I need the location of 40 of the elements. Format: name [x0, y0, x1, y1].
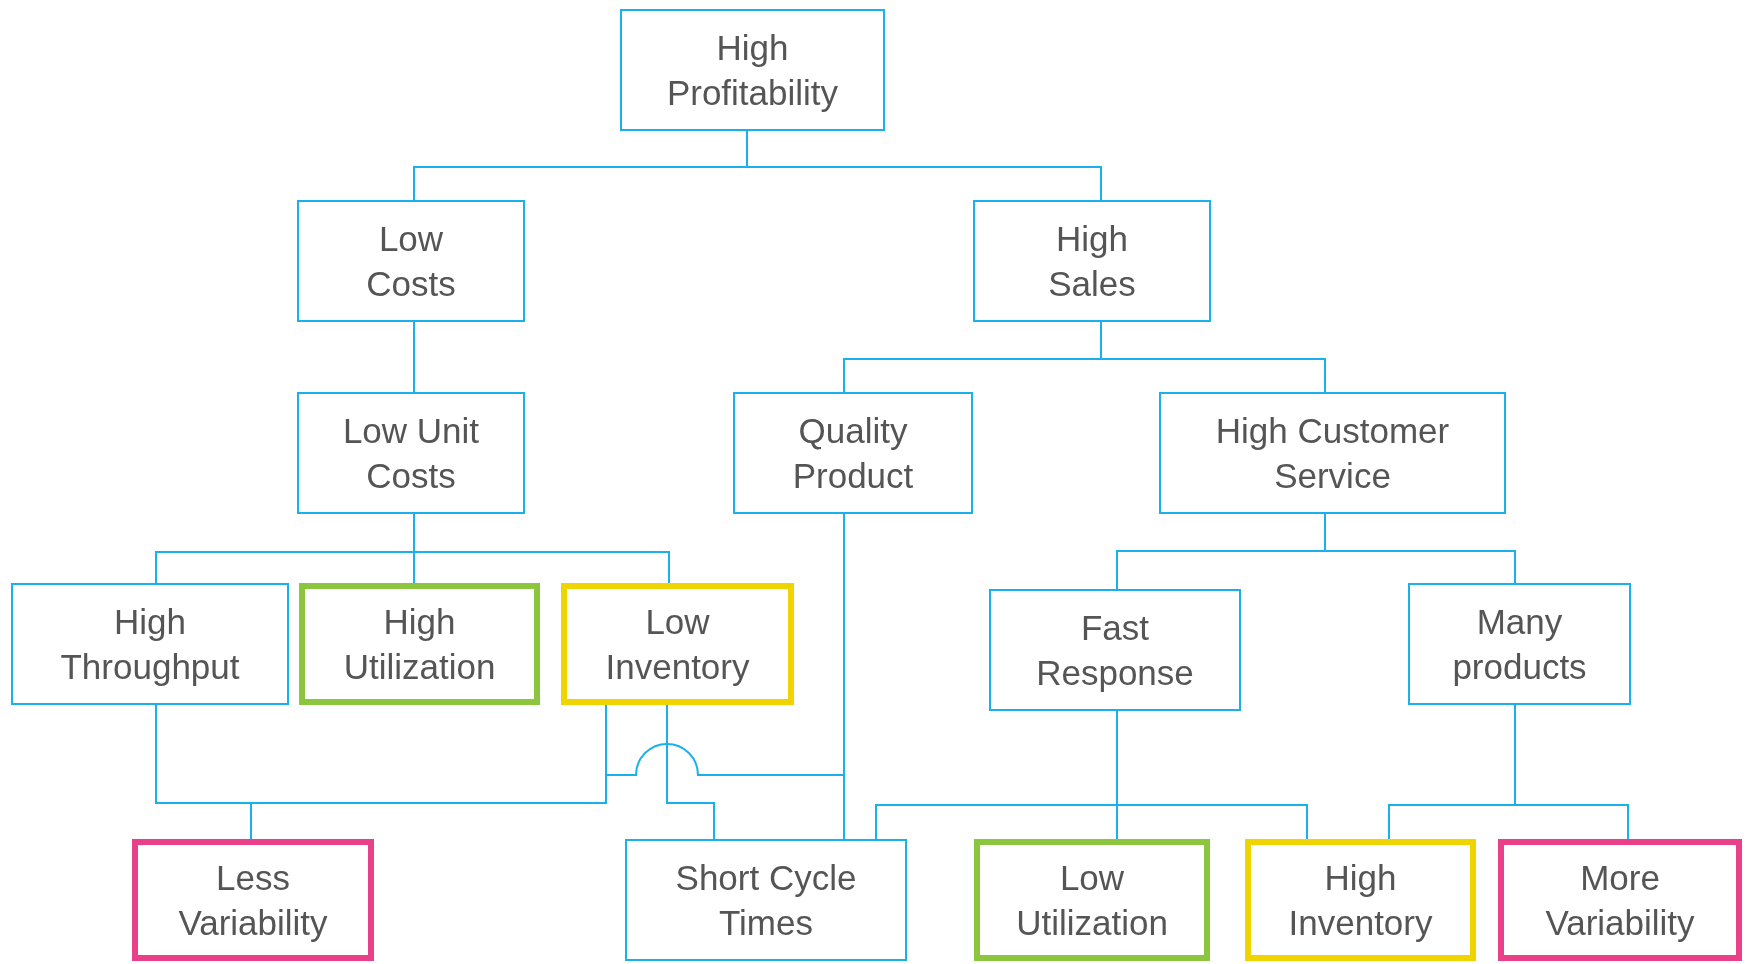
- box-label: Less Variability: [177, 856, 329, 944]
- highlighted-box: [1498, 839, 1742, 961]
- process-box: [1159, 392, 1506, 514]
- connector-line: [1514, 704, 1629, 840]
- highlighted-box: [974, 839, 1210, 961]
- box-label: Many products: [1451, 600, 1588, 688]
- connector-line: [1100, 321, 1326, 393]
- highlighted-box: [561, 583, 794, 705]
- process-box: [625, 839, 907, 961]
- box-label: High Sales: [1047, 217, 1137, 305]
- box-label: High Inventory: [1287, 856, 1434, 944]
- process-box: [620, 9, 885, 131]
- connector-line: [413, 513, 670, 584]
- box-label: High Throughput: [59, 600, 241, 688]
- box-label: Fast Response: [1035, 606, 1195, 694]
- process-box: [1408, 583, 1631, 705]
- connector-line: [843, 513, 845, 840]
- connector-line: [666, 704, 715, 840]
- process-box: [297, 392, 525, 514]
- box-label: Low Utilization: [1015, 856, 1169, 944]
- box-label: High Utilization: [342, 600, 497, 688]
- box-label: High Profitability: [665, 26, 840, 114]
- process-box: [973, 200, 1211, 322]
- highlighted-box: [299, 583, 540, 705]
- box-label: Short Cycle Times: [674, 856, 858, 944]
- process-box: [11, 583, 289, 705]
- box-label: More Variability: [1544, 856, 1696, 944]
- process-box: [733, 392, 973, 514]
- connector-line: [1324, 513, 1516, 584]
- connector-line: [413, 321, 415, 393]
- box-label: High Customer Service: [1214, 409, 1451, 497]
- box-label: Quality Product: [791, 409, 915, 497]
- box-label: Low Inventory: [604, 600, 751, 688]
- process-box: [989, 589, 1241, 711]
- box-label: Low Costs: [365, 217, 457, 305]
- highlighted-box: [132, 839, 374, 961]
- highlighted-box: [1245, 839, 1476, 961]
- connector-line: [1116, 710, 1308, 840]
- box-label: Low Unit Costs: [341, 409, 481, 497]
- process-box: [297, 200, 525, 322]
